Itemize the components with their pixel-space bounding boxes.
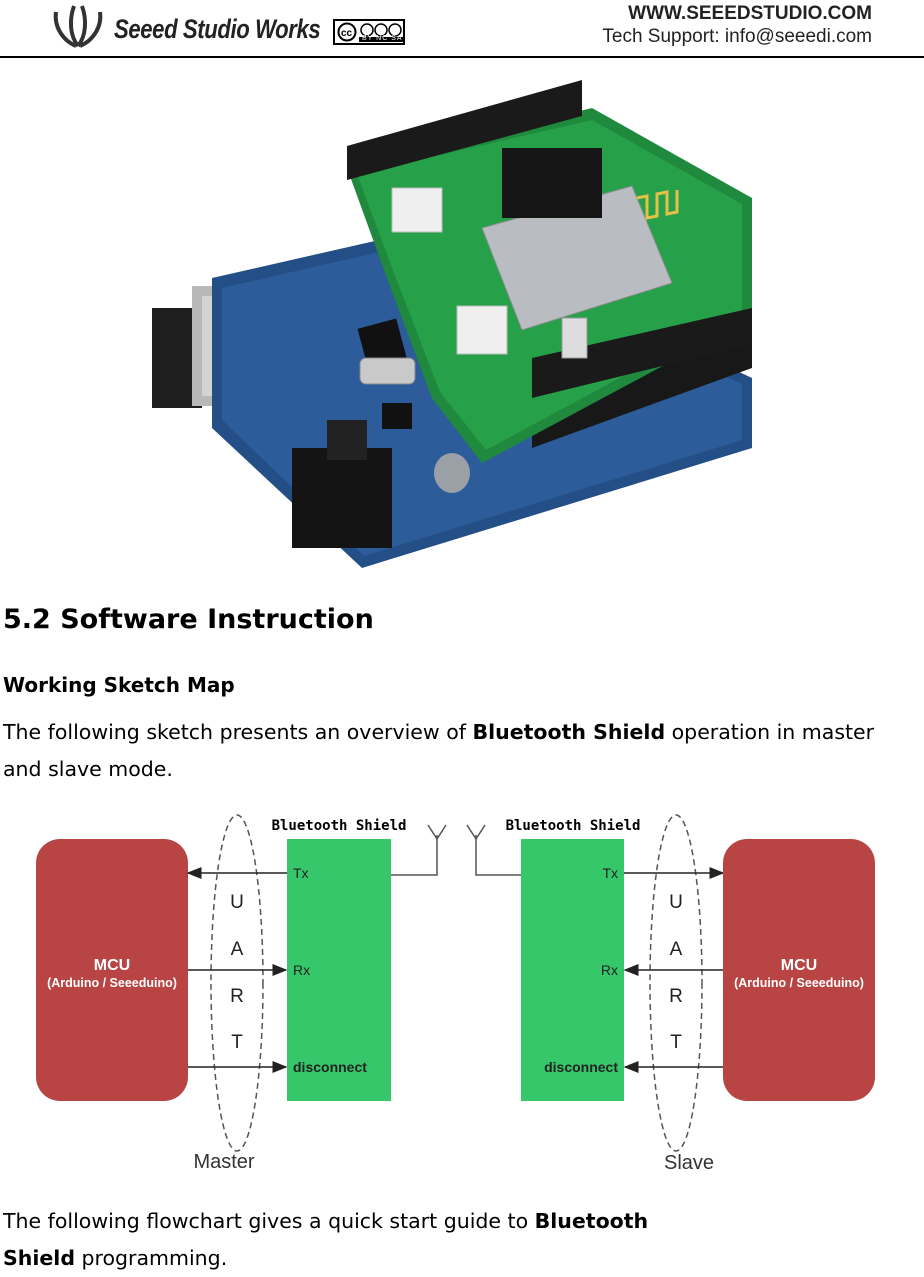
master-uart-t: T [231, 1032, 243, 1053]
slave-uart-t: T [670, 1032, 682, 1053]
slave-mcu-title: MCU [781, 957, 817, 974]
master-pin-tx: Tx [293, 865, 309, 881]
para2-text-end: programming. [75, 1246, 228, 1270]
master-mcu-sub: (Arduino / Seeeduino) [47, 976, 177, 990]
section-title: 5.2 Software Instruction [3, 604, 374, 635]
slave-mcu-sub: (Arduino / Seeeduino) [734, 976, 864, 990]
support-email: Tech Support: info@seeedi.com [602, 26, 872, 47]
master-uart-a: A [231, 939, 244, 960]
cc-license-text: BY NC SA [362, 35, 403, 42]
para2-bold: Bluetooth Shield [3, 1209, 649, 1270]
para1-text-end: operation in master and slave mode. [3, 720, 875, 781]
slave-shield-box [521, 839, 624, 1101]
slave-mcu-box [723, 839, 875, 1101]
master-mcu-box [36, 839, 188, 1101]
master-pin-disconnect: disconnect [293, 1059, 367, 1075]
master-uart-u: U [230, 892, 244, 913]
sketch-map-diagram: MCU (Arduino / Seeeduino) U A R T Blueto… [36, 814, 875, 1174]
svg-text:cc: cc [341, 28, 353, 39]
para1-bold: Bluetooth Shield [472, 720, 666, 744]
master-pin-rx: Rx [293, 962, 310, 978]
master-mcu-title: MCU [94, 957, 130, 974]
master-shield-box [287, 839, 391, 1101]
website-url: WWW.SEEEDSTUDIO.COM [628, 3, 872, 24]
slave-pin-disconnect: disconnect [544, 1059, 618, 1075]
slave-pin-rx: Rx [601, 962, 618, 978]
creative-commons-badge: cc BY NC SA [333, 19, 405, 45]
master-uart-ellipse [210, 814, 264, 1152]
seeed-logo-icon [53, 5, 103, 48]
slave-uart-ellipse [649, 814, 703, 1152]
master-uart-r: R [230, 986, 244, 1007]
para1-text: The following sketch presents an overvie… [3, 720, 473, 744]
flowchart-paragraph: The following flowchart gives a quick st… [3, 1203, 723, 1277]
slave-label: Slave [664, 1152, 714, 1174]
slave-uart-a: A [670, 939, 683, 960]
master-shield-label: Bluetooth Shield [272, 818, 407, 834]
slave-uart-r: R [669, 986, 683, 1007]
page-header: Seeed Studio Works cc BY NC SA WWW.SEEED… [0, 0, 924, 58]
master-label: Master [193, 1151, 254, 1173]
section-subtitle: Working Sketch Map [3, 673, 235, 697]
slave-pin-tx: Tx [602, 865, 618, 881]
slave-shield-label: Bluetooth Shield [506, 818, 641, 834]
cc-icon: cc [337, 22, 403, 42]
brand-name: Seeed Studio Works [114, 14, 321, 44]
intro-paragraph: The following sketch presents an overvie… [3, 714, 903, 788]
bluetooth-shield-photo [152, 80, 752, 568]
para2-text: The following flowchart gives a quick st… [3, 1209, 535, 1233]
slave-uart-u: U [669, 892, 683, 913]
